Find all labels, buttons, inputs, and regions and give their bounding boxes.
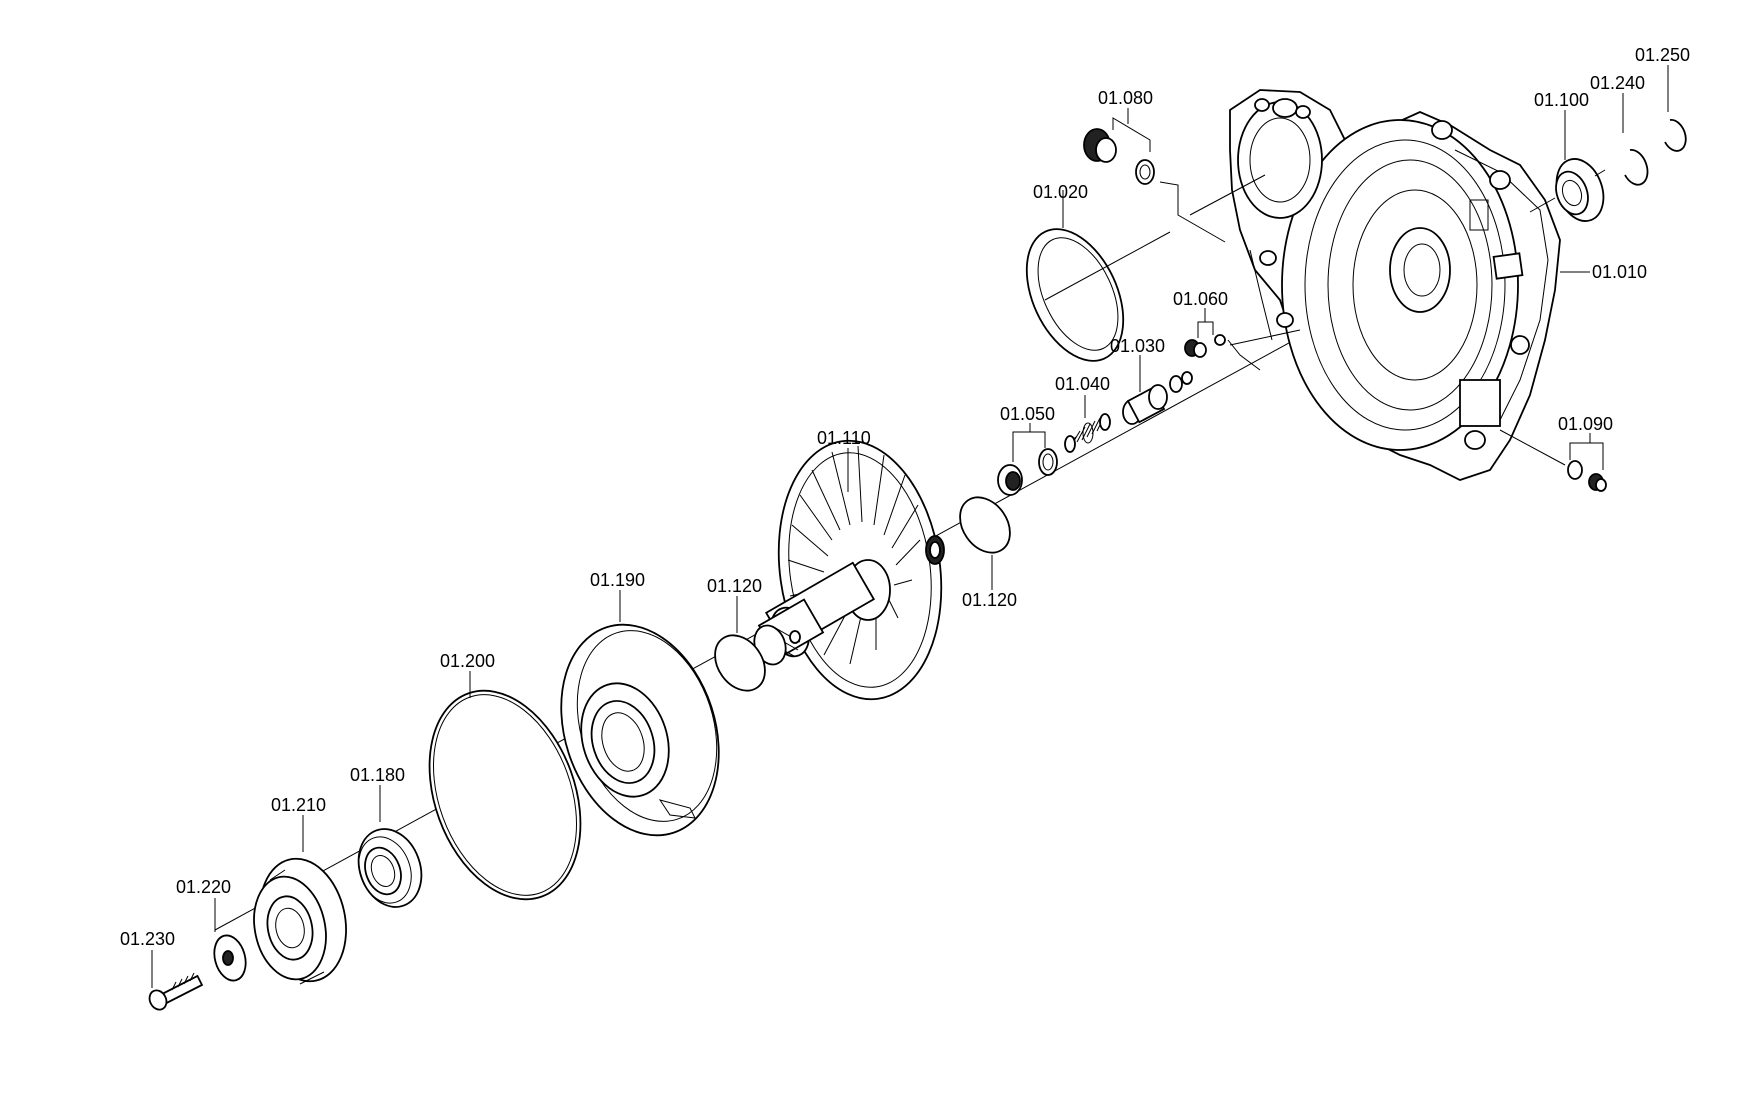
plug-060 bbox=[1184, 334, 1226, 358]
o-ring-200 bbox=[428, 689, 582, 901]
o-ring-200-inner bbox=[433, 694, 577, 896]
axis-240 bbox=[1594, 169, 1606, 177]
leader-080-bracket bbox=[1112, 117, 1151, 152]
label-220: 01.220 bbox=[176, 877, 231, 897]
label-230: 01.230 bbox=[120, 929, 175, 949]
transmission-housing bbox=[1229, 89, 1561, 481]
label-090: 01.090 bbox=[1558, 414, 1613, 434]
o-ring-120-right bbox=[959, 496, 1011, 554]
label-200: 01.200 bbox=[440, 651, 495, 671]
o-ring-120-left bbox=[714, 634, 766, 692]
axis-020 bbox=[1044, 231, 1171, 301]
label-020: 01.020 bbox=[1033, 182, 1088, 202]
label-050: 01.050 bbox=[1000, 404, 1055, 424]
label-120-left: 01.120 bbox=[707, 576, 762, 596]
valve-piston-030 bbox=[1122, 371, 1193, 425]
label-190: 01.190 bbox=[590, 570, 645, 590]
label-010: 01.010 bbox=[1592, 262, 1647, 282]
helical-gear-210 bbox=[253, 857, 347, 985]
axis-060b bbox=[1229, 329, 1301, 346]
leader-090-bracket bbox=[1569, 442, 1604, 470]
label-110: 01.110 bbox=[817, 428, 871, 448]
cover-plate-190 bbox=[560, 623, 720, 837]
label-030: 01.030 bbox=[1110, 336, 1165, 356]
hex-bolt-230 bbox=[148, 972, 204, 1011]
label-250: 01.250 bbox=[1635, 45, 1690, 65]
leader-050-bracket bbox=[1012, 431, 1046, 462]
axis-090 bbox=[1499, 429, 1566, 466]
plug-090 bbox=[1567, 460, 1607, 492]
washer-220 bbox=[213, 934, 247, 982]
plug-050 bbox=[997, 448, 1058, 496]
label-210: 01.210 bbox=[271, 795, 326, 815]
leader-060-bracket bbox=[1197, 321, 1214, 338]
axis-080b bbox=[1189, 174, 1266, 216]
axis-080 bbox=[1159, 181, 1226, 243]
axis-100 bbox=[1529, 197, 1556, 213]
plug-screw-080 bbox=[1083, 128, 1155, 185]
circlip-250 bbox=[1664, 119, 1687, 152]
label-060: 01.060 bbox=[1173, 289, 1228, 309]
label-120-right: 01.120 bbox=[962, 590, 1017, 610]
stator-shaft-assembly-110 bbox=[753, 439, 945, 701]
seal-ring-large bbox=[1025, 228, 1125, 362]
label-180: 01.180 bbox=[350, 765, 405, 785]
label-080: 01.080 bbox=[1098, 88, 1153, 108]
compression-spring-040 bbox=[1064, 413, 1111, 453]
circlip-240 bbox=[1624, 149, 1649, 186]
label-040: 01.040 bbox=[1055, 374, 1110, 394]
label-240: 01.240 bbox=[1590, 73, 1645, 93]
ball-bearing-100 bbox=[1555, 158, 1605, 222]
label-100: 01.100 bbox=[1534, 90, 1589, 110]
ball-bearing-180 bbox=[357, 828, 423, 908]
